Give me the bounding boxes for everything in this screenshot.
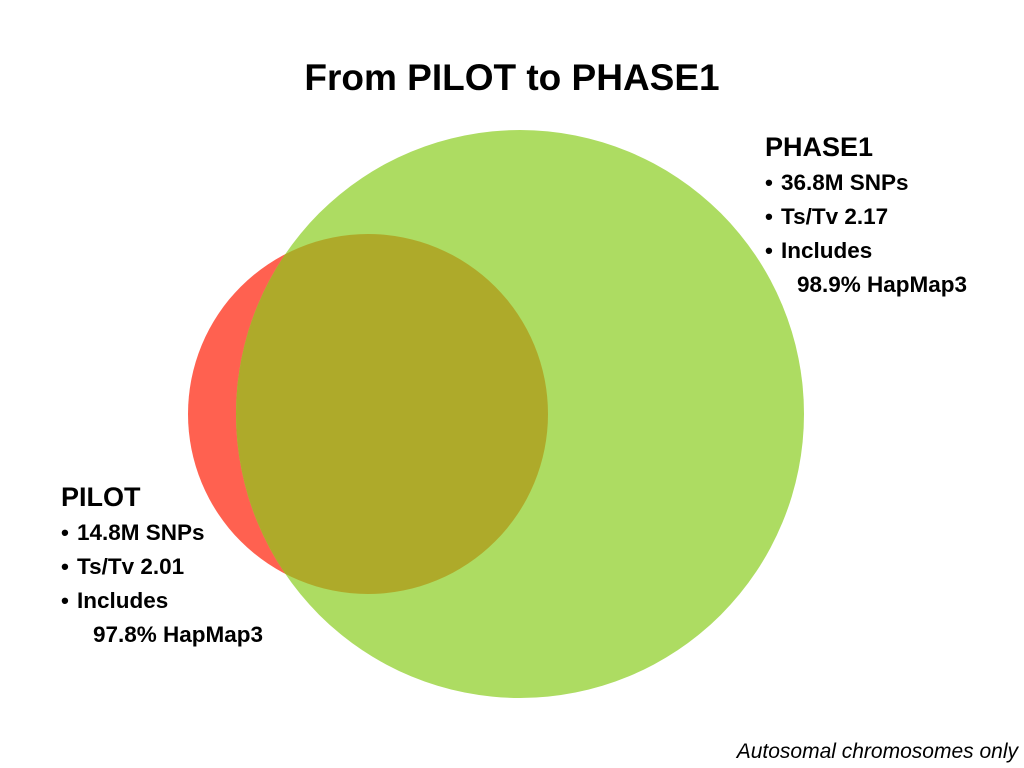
- bullet-glyph: •: [61, 554, 69, 579]
- bullet-glyph: •: [765, 170, 773, 195]
- footnote: Autosomal chromosomes only: [736, 740, 1018, 763]
- pilot-name: PILOT: [61, 482, 141, 512]
- phase1-label: PHASE1 • 36.8M SNPs • Ts/Tv 2.17 • Includes…: [765, 130, 967, 302]
- bullet-glyph: •: [765, 204, 773, 229]
- bullet-glyph: •: [61, 520, 69, 545]
- pilot-hapmap: 97.8% HapMap3: [93, 622, 264, 647]
- phase1-tstv: Ts/Tv 2.17: [781, 204, 889, 229]
- phase1-name: PHASE1: [765, 132, 874, 162]
- phase1-includes: Includes: [781, 238, 873, 263]
- pilot-includes: Includes: [77, 588, 169, 613]
- phase1-bullet: • Ts/Tv 2.17: [765, 200, 967, 234]
- phase1-hapmap: 98.9% HapMap3: [797, 272, 968, 297]
- pilot-bullet: • Ts/Tv 2.01: [61, 550, 263, 584]
- pilot-bullet: • Includes: [61, 584, 263, 618]
- phase1-bullet: • 36.8M SNPs: [765, 166, 967, 200]
- overlap-region: [236, 234, 548, 594]
- bullet-glyph: •: [61, 588, 69, 613]
- phase1-bullets: • 36.8M SNPs • Ts/Tv 2.17 • Includes: [765, 166, 967, 268]
- slide-title: From PILOT to PHASE1: [304, 57, 720, 98]
- pilot-bullet: • 14.8M SNPs: [61, 516, 263, 550]
- phase1-snps: 36.8M SNPs: [781, 170, 909, 195]
- phase1-bullet: • Includes: [765, 234, 967, 268]
- pilot-snps: 14.8M SNPs: [77, 520, 205, 545]
- pilot-bullets: • 14.8M SNPs • Ts/Tv 2.01 • Includes: [61, 516, 263, 618]
- bullet-glyph: •: [765, 238, 773, 263]
- pilot-tstv: Ts/Tv 2.01: [77, 554, 185, 579]
- pilot-label: PILOT •14.8M SNPs •Ts/Tv 2.01 •Includes …: [61, 480, 263, 652]
